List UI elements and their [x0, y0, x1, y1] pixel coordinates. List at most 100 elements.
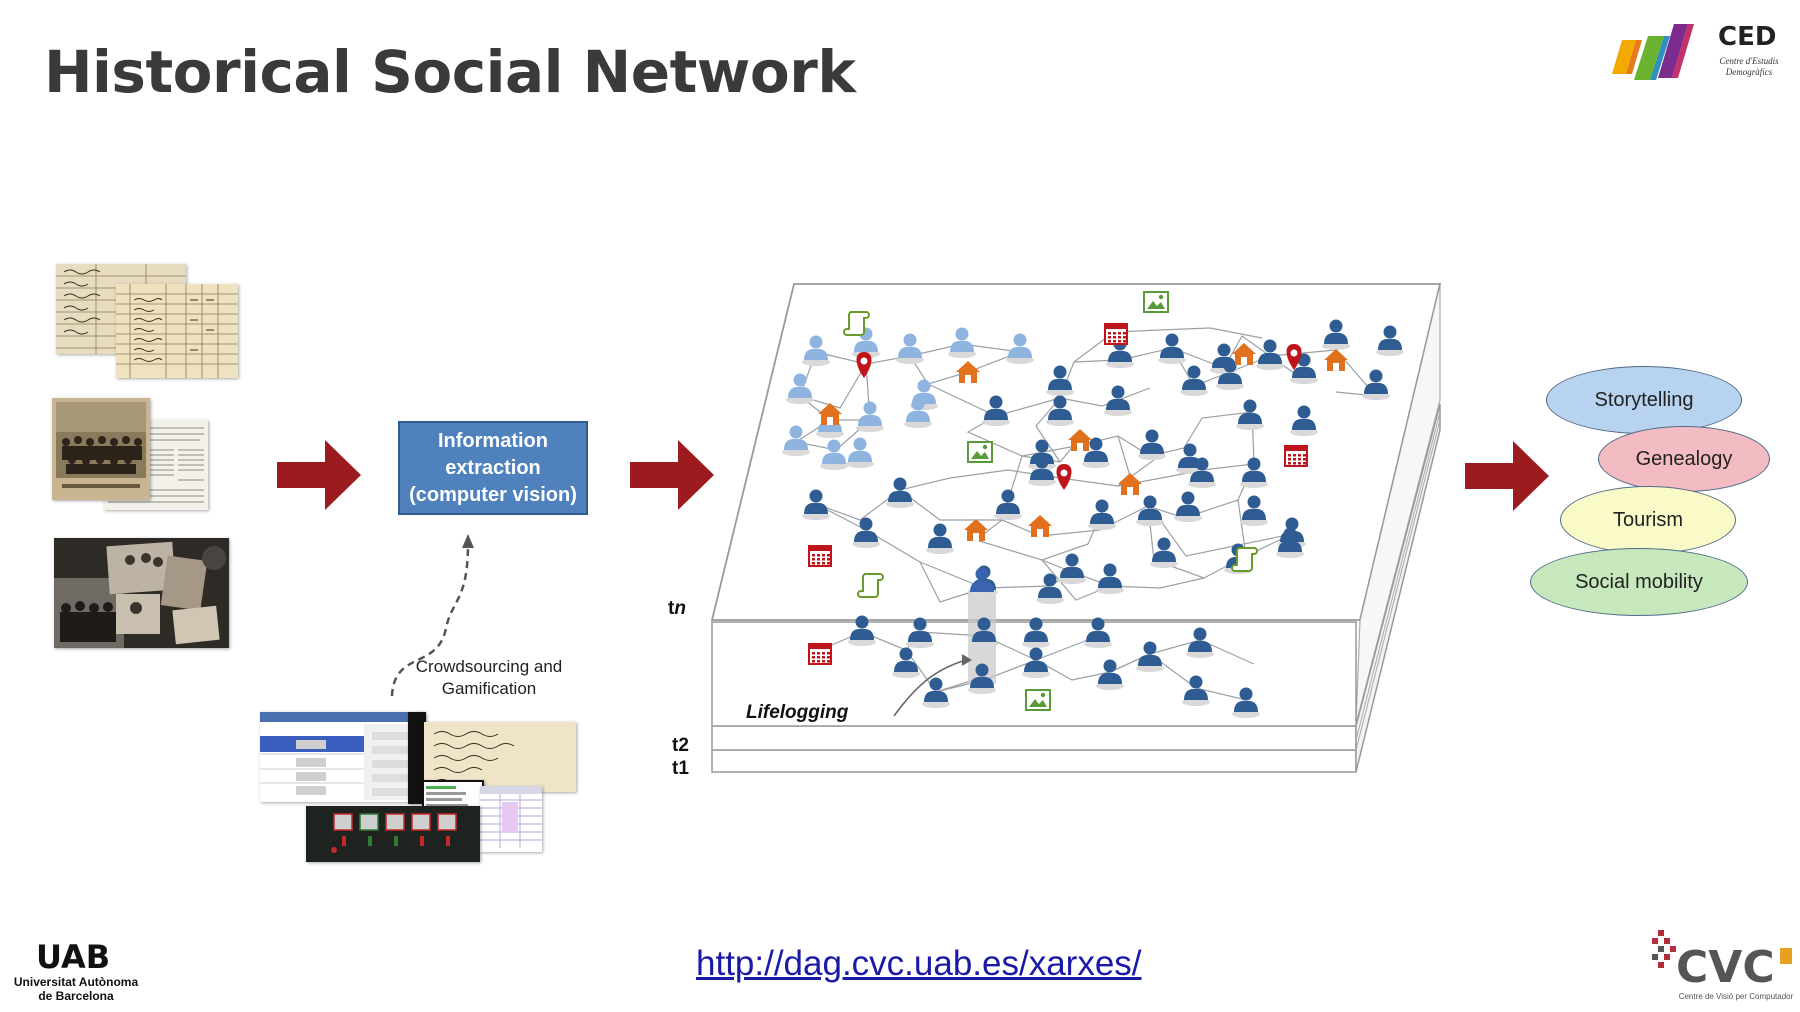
person-icon	[1006, 333, 1034, 364]
calendar-icon	[1104, 323, 1128, 345]
tourism-label: Tourism	[1612, 508, 1683, 531]
person-icon	[786, 373, 814, 404]
person-icon	[1186, 627, 1214, 658]
uab-logo: UAB	[36, 938, 110, 976]
svg-text:CVC: CVC	[1676, 942, 1775, 993]
team-photo-image	[52, 398, 150, 500]
home-icon	[818, 403, 842, 425]
person-icon	[886, 477, 914, 508]
person-icon	[856, 401, 884, 432]
project-url-link[interactable]: http://dag.cvc.uab.es/xarxes/	[696, 944, 1142, 983]
person-icon	[1362, 369, 1390, 400]
document-scroll-icon	[843, 311, 870, 336]
person-icon	[848, 615, 876, 646]
storytelling-label: Storytelling	[1594, 388, 1694, 411]
person-icon	[1290, 353, 1318, 384]
person-icon	[1058, 553, 1086, 584]
mobile-app-screenshot	[408, 712, 426, 804]
person-icon	[948, 327, 976, 358]
tourism-ellipse: Tourism	[1560, 486, 1736, 554]
game-screenshot	[306, 806, 480, 862]
person-icon	[994, 489, 1022, 520]
person-icon	[1084, 617, 1112, 648]
person-icon	[982, 395, 1010, 426]
person-icon	[1322, 319, 1350, 350]
crowdsourcing-label: Crowdsourcing and Gamification	[415, 657, 563, 698]
feedback-arrow	[390, 534, 474, 697]
person-icon	[1088, 499, 1116, 530]
person-icon	[904, 397, 932, 428]
person-icon	[926, 523, 954, 554]
cvc-subtitle: Centre de Visió per Computador	[1678, 992, 1794, 1001]
person-icon	[1046, 365, 1074, 396]
document-scroll-icon	[857, 573, 884, 598]
genealogy-ellipse: Genealogy	[1598, 426, 1770, 492]
home-icon	[1232, 343, 1256, 365]
flow-arrow-3	[1465, 441, 1549, 511]
layer-label-t1: t1	[672, 758, 689, 779]
ced-abbr: CED	[1718, 22, 1777, 52]
layer-label-tn: tn	[668, 598, 686, 619]
person-icon	[802, 489, 830, 520]
home-icon	[1118, 473, 1142, 495]
person-icon	[1174, 491, 1202, 522]
calendar-icon	[1284, 445, 1308, 467]
person-icon	[906, 617, 934, 648]
uab-name: Universitat Autònoma de Barcelona	[13, 975, 139, 1003]
home-icon	[1324, 349, 1348, 371]
person-icon	[802, 335, 830, 366]
person-icon	[1180, 365, 1208, 396]
family-photos-image	[54, 538, 229, 648]
information-extraction-box: Information extraction (computer vision)	[398, 421, 588, 515]
person-icon	[1136, 495, 1164, 526]
person-icon	[968, 567, 996, 598]
person-icon	[1158, 333, 1186, 364]
lifelogging-label: Lifelogging	[746, 702, 849, 723]
person-icon	[892, 647, 920, 678]
person-icon	[1096, 563, 1124, 594]
calendar-icon	[808, 643, 832, 665]
person-icon	[1232, 687, 1260, 718]
person-icon	[1138, 429, 1166, 460]
person-icon	[1256, 339, 1284, 370]
person-icon	[1036, 573, 1064, 604]
location-pin-icon	[1286, 344, 1302, 370]
svg-text:UAB: UAB	[36, 938, 110, 976]
home-icon	[1028, 515, 1052, 537]
person-icon	[1376, 325, 1404, 356]
annotation-app-screenshot	[260, 712, 424, 802]
image-icon	[1143, 291, 1169, 313]
person-icon	[1096, 659, 1124, 690]
person-icon	[1150, 537, 1178, 568]
person-icon	[1022, 617, 1050, 648]
person-icon	[1188, 457, 1216, 488]
person-icon	[896, 333, 924, 364]
person-icon	[1216, 359, 1244, 390]
ced-full-name: Centre d'Estudis Demogràfics	[1719, 56, 1779, 77]
cvc-logo: CVC	[1652, 930, 1792, 993]
genealogy-label: Genealogy	[1635, 447, 1733, 470]
home-icon	[964, 519, 988, 541]
document-scroll-icon	[1231, 547, 1258, 572]
person-icon	[1240, 457, 1268, 488]
flow-arrow-2	[630, 440, 714, 510]
location-pin-icon	[856, 352, 872, 378]
home-icon	[956, 361, 980, 383]
person-icon	[846, 437, 874, 468]
person-icon	[1082, 437, 1110, 468]
person-icon	[1236, 399, 1264, 430]
person-icon	[1136, 641, 1164, 672]
person-icon	[782, 425, 810, 456]
person-icon	[1046, 395, 1074, 426]
image-icon	[1025, 689, 1051, 711]
register-record-image	[116, 284, 238, 378]
location-pin-icon	[1056, 464, 1072, 490]
social-mobility-ellipse: Social mobility	[1530, 548, 1748, 616]
storytelling-ellipse: Storytelling	[1546, 366, 1742, 434]
person-icon	[1104, 385, 1132, 416]
person-icon	[852, 517, 880, 548]
person-icon	[970, 617, 998, 648]
image-icon	[967, 441, 993, 463]
page-title: Historical Social Network	[44, 38, 856, 106]
